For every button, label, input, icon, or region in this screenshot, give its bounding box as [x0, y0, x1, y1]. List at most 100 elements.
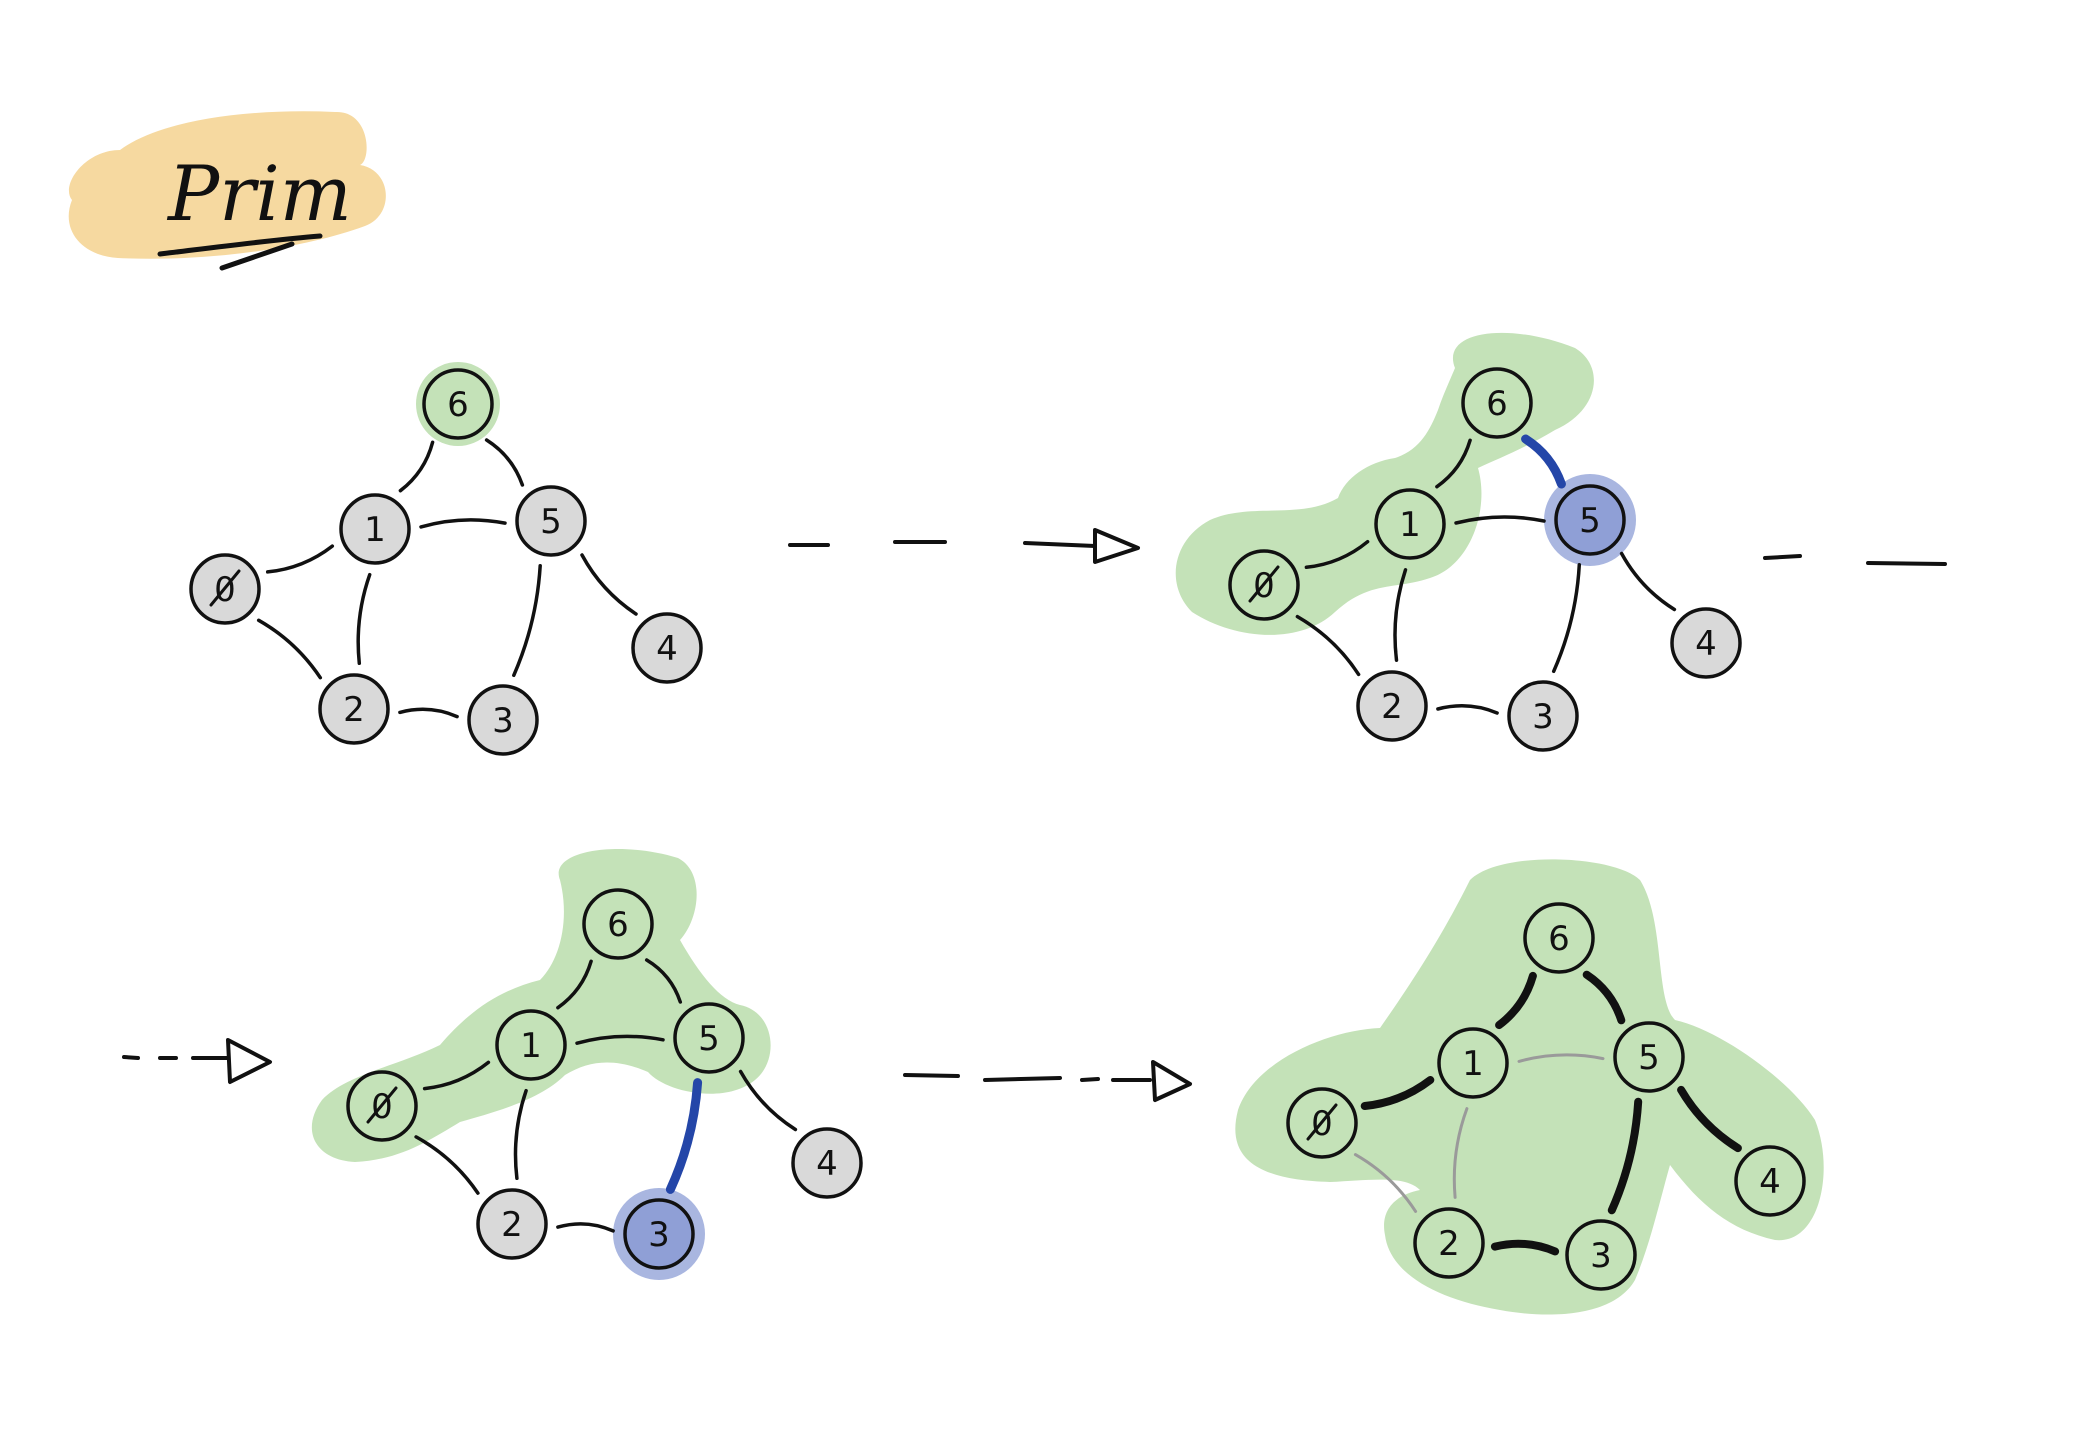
- zero-slash: [209, 569, 241, 607]
- mst-edge-1-6: [1495, 971, 1537, 1030]
- node-0: 0: [1228, 549, 1300, 621]
- node-circle: [1413, 1207, 1485, 1279]
- graph-edge-4-5: [1619, 551, 1677, 612]
- graph-edge-0-2: [1295, 614, 1361, 677]
- node-label: 1: [1462, 1044, 1484, 1084]
- node-circle: [1670, 607, 1742, 679]
- node-2: 2: [476, 1188, 548, 1260]
- node-6: 6: [1523, 902, 1595, 974]
- node-3: 3: [623, 1198, 695, 1270]
- unused-edge-0-2: [1353, 1153, 1418, 1213]
- mst-edge-4-5: [1677, 1085, 1742, 1153]
- graph-edge-4-5: [580, 553, 638, 616]
- mst-edge-0-1: [1360, 1076, 1435, 1110]
- mst-edge-3-5: [1607, 1097, 1643, 1215]
- node-label: 6: [1486, 384, 1508, 424]
- graph-edge-1-5: [419, 518, 507, 529]
- node-2: 2: [1413, 1207, 1485, 1279]
- graph-edge-0-1: [265, 544, 335, 574]
- node-label: 4: [1695, 624, 1717, 664]
- node-label: 4: [656, 629, 678, 669]
- title-highlight: [68, 111, 386, 259]
- node-label: 2: [501, 1205, 523, 1245]
- node-circle: [631, 612, 703, 684]
- node-circle: [1507, 680, 1579, 752]
- node-label: 6: [447, 385, 469, 425]
- node-circle: [1374, 488, 1446, 560]
- node-circle: [582, 888, 654, 960]
- graph-edge-1-5: [1454, 515, 1546, 525]
- node-circle: [1734, 1145, 1806, 1217]
- node-4: 4: [791, 1127, 863, 1199]
- node-6: 6: [1461, 367, 1533, 439]
- node-label: 2: [1438, 1224, 1460, 1264]
- node-circle: [1461, 367, 1533, 439]
- visited-region: [1235, 859, 1824, 1315]
- flow-arrows: [122, 528, 1947, 1102]
- graph-edge-1-2: [356, 572, 372, 666]
- node-circle: [1565, 1219, 1637, 1291]
- dashed-arrow-icon: [122, 1038, 272, 1084]
- node-label: 3: [492, 701, 514, 741]
- node-label: 2: [343, 690, 365, 730]
- mst-edge-2-3: [1490, 1239, 1560, 1256]
- title-underline: [157, 233, 323, 271]
- node-label: 4: [816, 1144, 838, 1184]
- node-circle: [318, 673, 390, 745]
- graph-edge-0-2: [256, 618, 323, 680]
- graph-edge-4-5: [738, 1069, 798, 1132]
- node-4: 4: [631, 612, 703, 684]
- graph-edge-1-6: [556, 959, 593, 1010]
- zero-slash: [366, 1086, 398, 1124]
- node-circle: [422, 368, 494, 440]
- node-2: 2: [318, 673, 390, 745]
- node-6: 6: [422, 368, 494, 440]
- node-label: 3: [1590, 1236, 1612, 1276]
- step-panel-4: 0123456: [1235, 859, 1824, 1315]
- node-5: 5: [673, 1002, 745, 1074]
- node-circle: [339, 493, 411, 565]
- chosen-edge-5-6: [1521, 434, 1566, 489]
- node-0: 0: [346, 1070, 418, 1142]
- graph-edge-2-3: [1436, 704, 1499, 715]
- node-label: 5: [698, 1019, 720, 1059]
- graph-edge-2-3: [556, 1222, 615, 1233]
- node-circle: [467, 684, 539, 756]
- graph-edge-0-1: [422, 1060, 491, 1091]
- node-label: 1: [1399, 505, 1421, 545]
- node-circle: [1523, 902, 1595, 974]
- node-2: 2: [1356, 670, 1428, 742]
- node-5: 5: [515, 485, 587, 557]
- node-1: 1: [339, 493, 411, 565]
- node-label: 5: [1579, 501, 1601, 541]
- unused-edge-1-2: [1452, 1107, 1469, 1199]
- graph-edge-1-6: [1435, 438, 1472, 489]
- node-label: 3: [648, 1215, 670, 1255]
- node-circle: [623, 1198, 695, 1270]
- node-circle: [673, 1002, 745, 1074]
- node-3: 3: [1507, 680, 1579, 752]
- node-circle: [791, 1127, 863, 1199]
- zero-slash: [1306, 1103, 1338, 1141]
- node-label: 5: [540, 502, 562, 542]
- graph-edge-5-6: [484, 438, 525, 487]
- graph-edge-3-5: [512, 563, 542, 678]
- step-panel-3: 0123456: [311, 849, 863, 1280]
- node-0: 0: [1286, 1087, 1358, 1159]
- node-circle: [1356, 670, 1428, 742]
- graph-edge-2-3: [398, 707, 459, 719]
- dashed-arrow-icon: [903, 1060, 1192, 1102]
- unused-edge-1-5: [1517, 1053, 1605, 1063]
- step-panels: 0123456012345601234560123456: [189, 332, 1824, 1315]
- graph-edge-1-5: [575, 1034, 665, 1045]
- node-label: 2: [1381, 687, 1403, 727]
- node-circle: [476, 1188, 548, 1260]
- node-1: 1: [495, 1009, 567, 1081]
- node-3: 3: [467, 684, 539, 756]
- node-1: 1: [1374, 488, 1446, 560]
- node-circle: [1437, 1027, 1509, 1099]
- node-label: 1: [364, 510, 386, 550]
- node-label: 5: [1638, 1038, 1660, 1078]
- node-label: 3: [1532, 697, 1554, 737]
